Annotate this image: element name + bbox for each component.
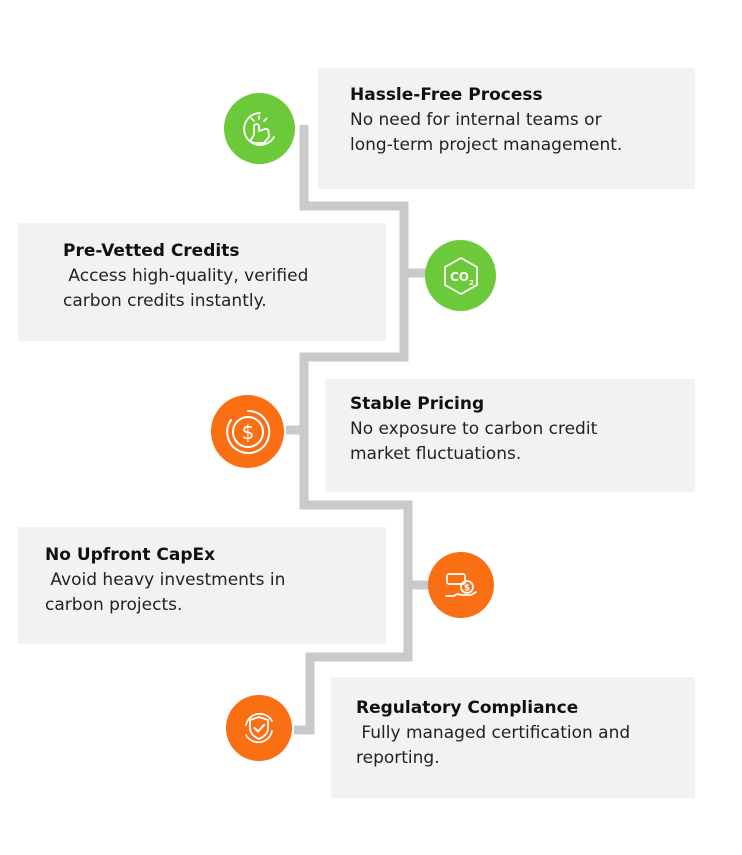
step-title: Stable Pricing xyxy=(350,394,485,414)
step-title: Regulatory Compliance xyxy=(356,698,579,718)
hand-pointer-icon xyxy=(224,93,295,164)
dollar-icon-symbol: $ xyxy=(241,420,254,444)
step-description: Access high-quality, verified carbon cre… xyxy=(63,266,309,311)
co2-icon-subscript: 2 xyxy=(469,279,474,287)
money-hand-icon-symbol: $ xyxy=(464,584,470,594)
money-hand-icon: $ xyxy=(428,552,494,618)
step-card-pre-vetted: Pre-Vetted Credits Access high-quality, … xyxy=(18,223,386,341)
step-title: Hassle-Free Process xyxy=(350,85,543,105)
step-description: Avoid heavy investments in carbon projec… xyxy=(45,570,286,615)
shield-check-icon xyxy=(226,695,292,761)
step-title: Pre-Vetted Credits xyxy=(63,241,240,261)
step-card-no-upfront-capex: No Upfront CapEx Avoid heavy investments… xyxy=(18,527,386,644)
dollar-icon: $ xyxy=(211,395,284,468)
co2-icon-text: CO xyxy=(450,270,469,284)
step-description: No exposure to carbon credit market fluc… xyxy=(350,419,598,464)
step-description: No need for internal teams or long-term … xyxy=(350,110,623,155)
step-card-regulatory-compliance: Regulatory Compliance Fully managed cert… xyxy=(331,677,695,798)
step-title: No Upfront CapEx xyxy=(45,545,216,565)
step-card-stable-pricing: Stable Pricing No exposure to carbon cre… xyxy=(325,379,695,492)
step-description: Fully managed certification and reportin… xyxy=(356,723,631,768)
co2-icon: CO 2 xyxy=(425,240,496,311)
step-card-hassle-free: Hassle-Free Process No need for internal… xyxy=(318,68,695,189)
